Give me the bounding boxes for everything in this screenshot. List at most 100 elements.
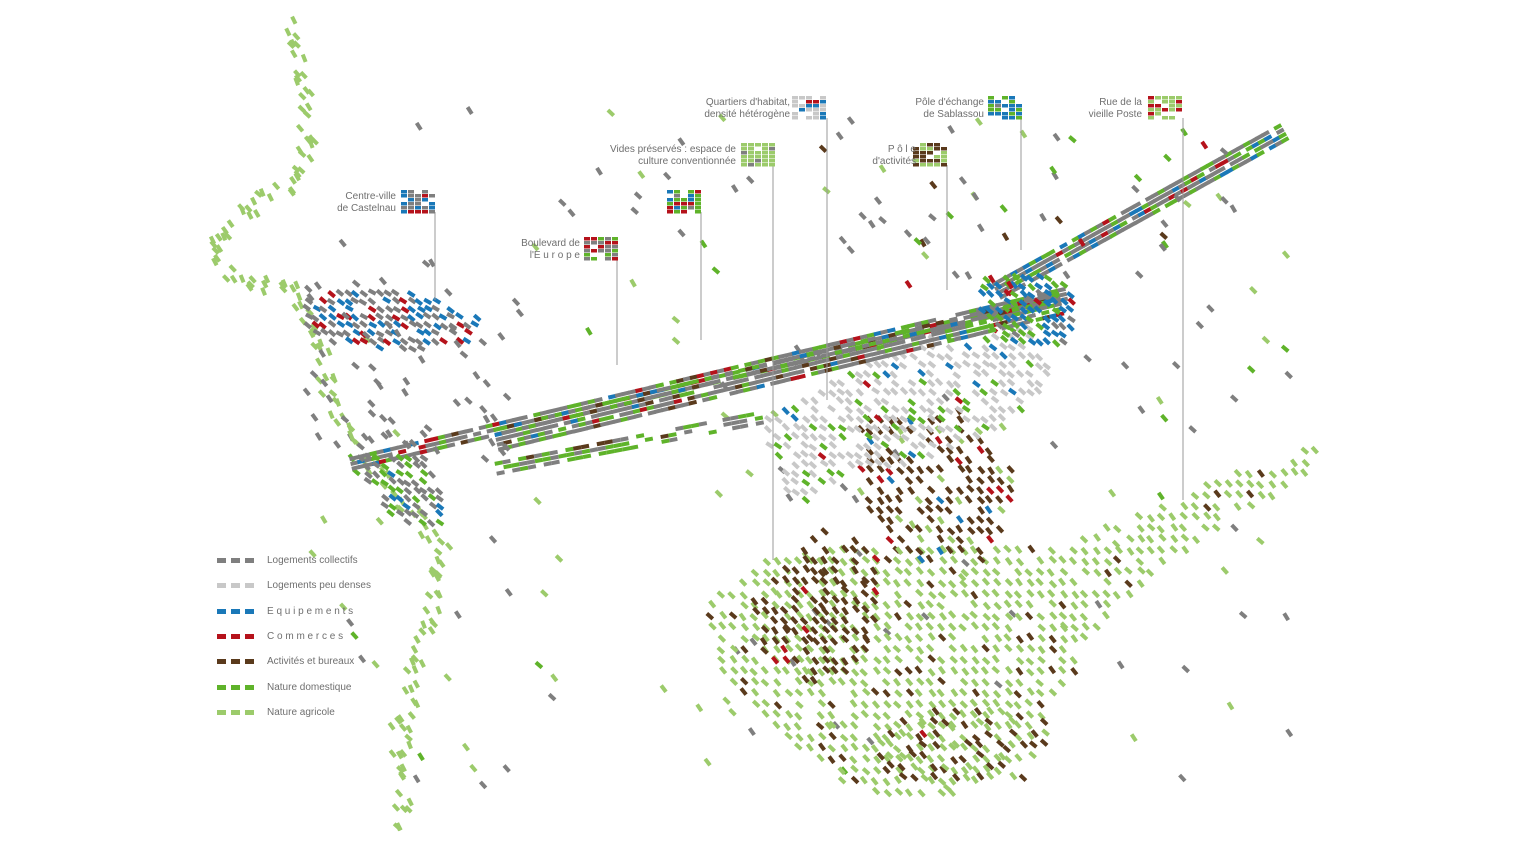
land-use-dash [1025, 332, 1034, 341]
land-use-dash [647, 409, 657, 416]
land-use-dash [1274, 139, 1284, 148]
land-use-dash [614, 447, 623, 454]
callout-flag-dash [934, 147, 940, 151]
land-use-dash [700, 391, 710, 398]
land-use-dash [317, 338, 324, 348]
label-boulevard-europe: Boulevard de l'E u r o p e [521, 238, 580, 261]
land-use-dash [1116, 215, 1126, 224]
land-use-dash [478, 780, 488, 790]
land-use-dash [975, 717, 985, 726]
land-use-dash [1046, 568, 1055, 577]
land-use-dash [838, 235, 847, 245]
land-use-dash [368, 363, 377, 372]
land-use-dash [927, 413, 936, 422]
land-use-dash [601, 400, 611, 406]
land-use-dash [914, 495, 923, 505]
callout-flag-dash [1176, 108, 1182, 112]
land-use-dash [1092, 546, 1101, 556]
land-use-dash [1203, 481, 1212, 490]
land-use-dash [408, 657, 416, 666]
land-use-dash [860, 626, 869, 636]
land-use-dash [981, 678, 990, 687]
land-use-dash [629, 444, 639, 451]
callout-flag-dash [584, 257, 590, 261]
callout-flag-dash [769, 143, 775, 147]
land-use-dash [385, 305, 394, 314]
land-use-dash [937, 721, 947, 730]
land-use-dash [630, 206, 640, 215]
land-use-dash [307, 134, 316, 144]
land-use-dash [522, 429, 532, 436]
legend-item: E q u i p e m e n t s [217, 599, 371, 624]
callout-flag-dash [1016, 104, 1022, 108]
land-use-dash [339, 602, 348, 612]
land-use-dash [1026, 588, 1035, 598]
land-use-dash [849, 733, 858, 742]
land-use-dash [872, 371, 881, 380]
land-use-dash [958, 709, 967, 719]
land-use-dash [444, 542, 454, 551]
land-use-dash [513, 421, 523, 428]
land-use-dash [401, 439, 411, 449]
land-use-dash [855, 443, 865, 452]
land-use-dash [801, 415, 811, 424]
land-use-dash [956, 544, 966, 554]
land-use-dash [1003, 599, 1012, 609]
land-use-dash [226, 219, 235, 229]
land-use-dash [963, 342, 973, 351]
land-use-dash [914, 556, 923, 565]
land-use-dash [1036, 259, 1046, 268]
land-use-dash [410, 479, 420, 488]
callout-flag-dash [584, 241, 590, 245]
land-use-dash [1001, 330, 1011, 338]
land-use-dash [1198, 176, 1208, 184]
callout-flag-dash [792, 104, 798, 108]
land-use-dash [1014, 277, 1024, 286]
land-use-dash [927, 360, 937, 369]
land-use-dash [861, 342, 871, 349]
land-use-dash [875, 506, 884, 515]
land-use-dash [291, 164, 301, 174]
land-use-dash [980, 397, 990, 406]
land-use-dash [545, 434, 555, 441]
land-use-dash [794, 742, 803, 751]
land-use-dash [1015, 712, 1024, 721]
land-use-dash [790, 626, 799, 636]
land-use-dash [1101, 218, 1111, 226]
land-use-dash [914, 524, 923, 533]
land-use-dash [882, 711, 891, 721]
land-use-dash [1002, 744, 1012, 754]
land-use-dash [945, 442, 955, 451]
land-use-dash [338, 238, 347, 248]
land-use-dash [572, 445, 582, 451]
land-use-dash [937, 633, 947, 642]
land-use-dash [936, 445, 946, 454]
land-use-dash [897, 762, 906, 772]
land-use-dash [1210, 169, 1220, 177]
land-use-dash [398, 723, 408, 732]
land-use-dash [761, 606, 770, 615]
land-use-dash [523, 434, 533, 441]
land-use-dash [829, 565, 839, 574]
land-use-dash [721, 386, 730, 393]
land-use-dash [454, 610, 462, 620]
land-use-dash [988, 343, 998, 352]
land-use-dash [579, 426, 589, 432]
land-use-dash [914, 633, 924, 643]
land-use-dash [1146, 534, 1155, 544]
land-use-dash [435, 494, 444, 503]
land-use-dash [1046, 589, 1056, 598]
land-use-dash [855, 415, 865, 425]
land-use-dash [830, 616, 839, 626]
land-use-dash [802, 564, 811, 574]
land-use-dash [414, 338, 424, 347]
callout-flag-dash [762, 147, 768, 151]
land-use-dash [866, 332, 876, 338]
land-use-dash [972, 754, 981, 763]
land-use-dash [378, 276, 388, 286]
land-use-dash [841, 347, 851, 354]
land-use-dash [1049, 611, 1058, 621]
land-use-dash [936, 622, 946, 632]
land-use-dash [946, 380, 955, 389]
land-use-dash [410, 697, 418, 707]
